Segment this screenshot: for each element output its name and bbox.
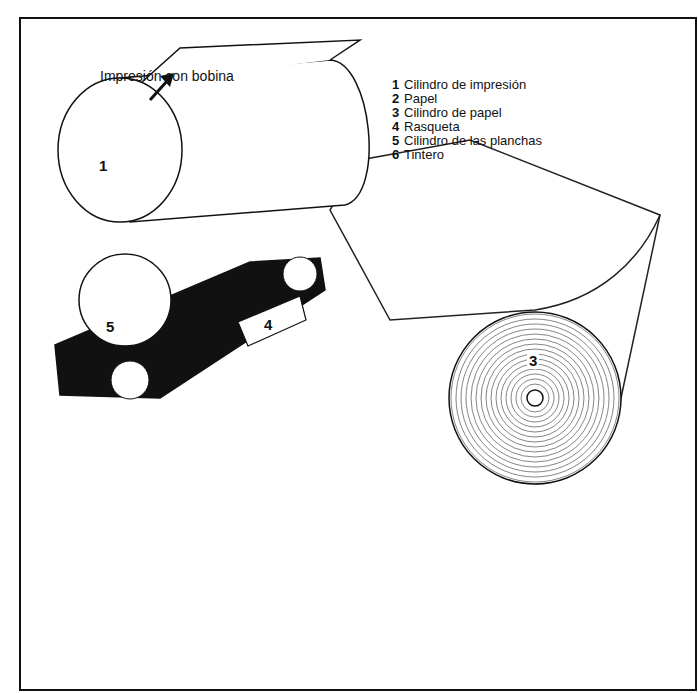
callout-number: 3 bbox=[527, 352, 539, 369]
roll-winding bbox=[456, 319, 614, 477]
legend-text: Papel bbox=[404, 92, 437, 105]
roll-winding bbox=[466, 329, 604, 467]
impression-cylinder-face bbox=[58, 78, 182, 222]
trough-roller bbox=[283, 257, 317, 291]
legend-number: 5 bbox=[392, 134, 399, 147]
roll-winding bbox=[476, 339, 594, 457]
callout-number: 4 bbox=[262, 316, 274, 333]
roll-winding bbox=[496, 359, 574, 437]
roll-winding bbox=[481, 344, 589, 452]
roll-core bbox=[527, 390, 543, 406]
paper-roll bbox=[449, 312, 621, 484]
legend-number: 1 bbox=[392, 78, 399, 91]
diagram-title: Impresión con bobina bbox=[100, 69, 234, 83]
legend-number: 3 bbox=[392, 106, 399, 119]
roll-winding bbox=[516, 379, 554, 417]
legend-number: 6 bbox=[392, 148, 399, 161]
doctor-blade bbox=[238, 296, 306, 346]
paper-roll-windings bbox=[451, 314, 619, 482]
roll-winding bbox=[461, 324, 609, 472]
callout-number: 1 bbox=[97, 157, 109, 174]
legend-text: Cilindro de papel bbox=[404, 106, 502, 119]
direction-arrow bbox=[150, 80, 168, 100]
roll-winding bbox=[451, 314, 619, 482]
legend-number: 2 bbox=[392, 92, 399, 105]
callout-number: 5 bbox=[104, 318, 116, 335]
roll-winding bbox=[471, 334, 599, 462]
roll-winding bbox=[511, 374, 559, 422]
plate-cylinder bbox=[79, 254, 171, 346]
paper-edge bbox=[621, 215, 660, 398]
trough-roller bbox=[111, 361, 149, 399]
legend-text: Cilindro de las planchas bbox=[404, 134, 542, 147]
roll-winding bbox=[501, 364, 569, 432]
legend-text: Rasqueta bbox=[404, 120, 460, 133]
legend-number: 4 bbox=[392, 120, 399, 133]
legend-text: Cilindro de impresión bbox=[404, 78, 526, 91]
roll-winding bbox=[521, 384, 549, 412]
paper-web bbox=[330, 140, 660, 320]
legend-text: Tintero bbox=[404, 148, 444, 161]
roll-winding bbox=[506, 369, 564, 427]
frame bbox=[20, 18, 696, 690]
roll-winding bbox=[486, 349, 584, 447]
